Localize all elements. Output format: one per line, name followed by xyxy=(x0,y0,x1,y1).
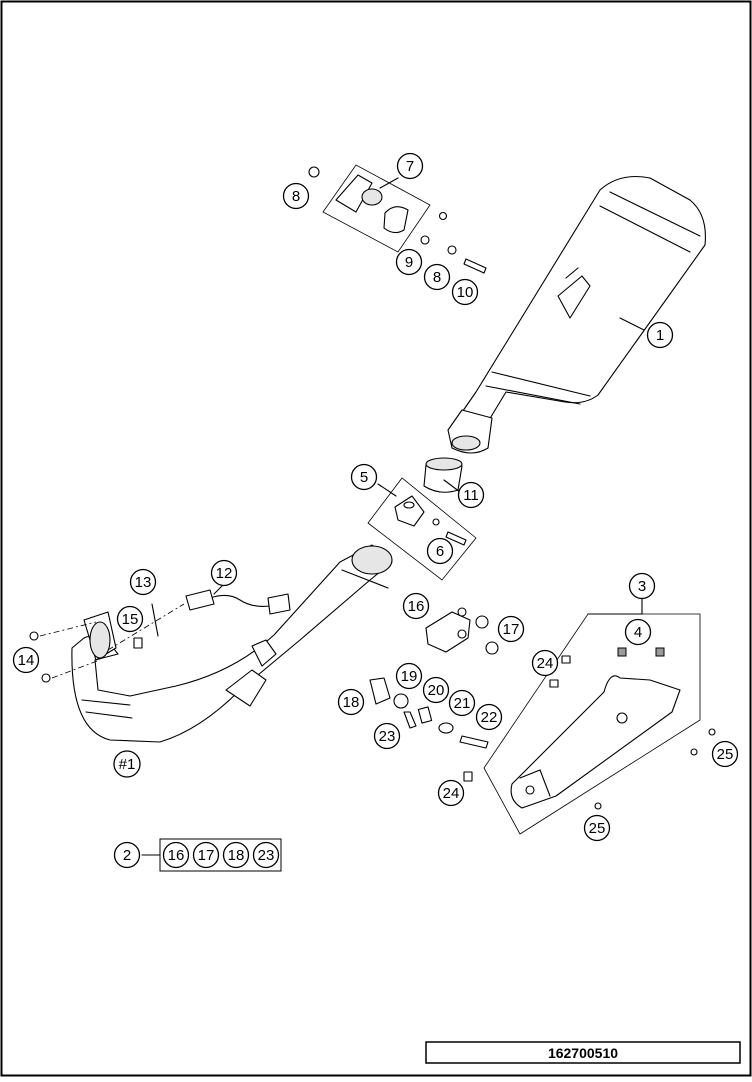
callout-23: 23 xyxy=(373,722,401,750)
spacer-part xyxy=(133,637,143,649)
svg-text:3: 3 xyxy=(638,578,646,595)
callout-24: 24 xyxy=(531,649,559,677)
svg-text:18: 18 xyxy=(343,694,360,711)
pin-part xyxy=(151,603,159,637)
callout-18: 18 xyxy=(337,688,365,716)
svg-text:8: 8 xyxy=(433,269,441,286)
clip-part xyxy=(561,655,571,664)
gasket-ring-part xyxy=(423,457,463,493)
svg-text:15: 15 xyxy=(122,611,139,628)
kit-item-17: 17 xyxy=(192,841,220,869)
svg-text:17: 17 xyxy=(198,847,215,864)
callout-layer: 1 3 4 5 6 7 8 8 9 10 11 12 13 14 15 16 1… xyxy=(12,152,739,842)
svg-text:13: 13 xyxy=(135,574,152,591)
callout-5: 5 xyxy=(350,463,378,491)
svg-text:10: 10 xyxy=(457,284,474,301)
callout-6: 6 xyxy=(426,537,454,565)
svg-text:11: 11 xyxy=(463,487,479,504)
callout-12: 12 xyxy=(210,559,238,587)
leader-lines xyxy=(141,177,645,856)
callout-1: 1 xyxy=(646,321,674,349)
svg-text:6: 6 xyxy=(436,543,444,560)
svg-text:20: 20 xyxy=(428,682,445,699)
callout-4: 4 xyxy=(624,618,652,646)
callout-2: 2 xyxy=(113,841,141,869)
kit-box xyxy=(159,838,282,872)
svg-text:12: 12 xyxy=(216,565,233,582)
muffler-part xyxy=(447,175,706,454)
svg-text:7: 7 xyxy=(406,158,414,175)
svg-text:24: 24 xyxy=(443,785,460,802)
lambda-sensor-part xyxy=(107,589,291,651)
callout-19: 19 xyxy=(395,662,423,690)
callout-22: 22 xyxy=(475,703,503,731)
callout-17: 17 xyxy=(497,615,525,643)
heat-shield-part xyxy=(483,613,716,835)
kit-item-18: 18 xyxy=(222,841,250,869)
svg-text:22: 22 xyxy=(481,709,498,726)
clip-part xyxy=(549,679,559,688)
svg-text:1: 1 xyxy=(656,327,664,344)
callout-9: 9 xyxy=(395,248,423,276)
svg-text:14: 14 xyxy=(18,652,35,669)
drawing-number: 162700510 xyxy=(548,1045,618,1061)
header-pipe-part xyxy=(29,544,393,743)
drawing-number-box: 162700510 xyxy=(425,1041,741,1064)
callout-8: 8 xyxy=(282,182,310,210)
callout-20: 20 xyxy=(422,676,450,704)
fastener-set-part xyxy=(369,677,489,749)
svg-text:#1: #1 xyxy=(119,756,136,773)
callout-header-pipe: #1 xyxy=(113,750,141,778)
muffler-bracket-part xyxy=(308,164,487,274)
callout-10: 10 xyxy=(451,278,479,306)
svg-text:16: 16 xyxy=(168,847,185,864)
svg-text:4: 4 xyxy=(634,624,642,641)
svg-text:9: 9 xyxy=(405,254,413,271)
kit-group: 2 16 17 18 23 xyxy=(113,838,282,872)
svg-text:23: 23 xyxy=(379,728,396,745)
svg-text:5: 5 xyxy=(360,469,368,486)
kit-item-16: 16 xyxy=(162,841,190,869)
callout-14: 14 xyxy=(12,646,40,674)
svg-text:2: 2 xyxy=(123,847,131,864)
callout-15: 15 xyxy=(116,605,144,633)
callout-24: 24 xyxy=(437,779,465,807)
heat-shield-bracket-part xyxy=(425,607,499,655)
kit-item-23: 23 xyxy=(252,841,280,869)
svg-text:25: 25 xyxy=(717,746,734,763)
svg-text:23: 23 xyxy=(258,847,275,864)
svg-text:18: 18 xyxy=(228,847,245,864)
callout-16: 16 xyxy=(402,592,430,620)
svg-text:25: 25 xyxy=(589,820,606,837)
callout-3: 3 xyxy=(628,572,656,600)
callout-7: 7 xyxy=(396,152,424,180)
clip-part xyxy=(463,771,473,782)
svg-text:16: 16 xyxy=(408,598,425,615)
svg-text:21: 21 xyxy=(454,695,471,712)
callout-25: 25 xyxy=(583,814,611,842)
svg-text:24: 24 xyxy=(537,655,554,672)
callout-8: 8 xyxy=(423,263,451,291)
svg-text:8: 8 xyxy=(292,188,300,205)
callout-21: 21 xyxy=(448,689,476,717)
callout-25: 25 xyxy=(711,740,739,768)
callout-13: 13 xyxy=(129,568,157,596)
svg-text:19: 19 xyxy=(401,668,418,685)
svg-text:17: 17 xyxy=(503,621,520,638)
callout-11: 11 xyxy=(457,481,485,509)
